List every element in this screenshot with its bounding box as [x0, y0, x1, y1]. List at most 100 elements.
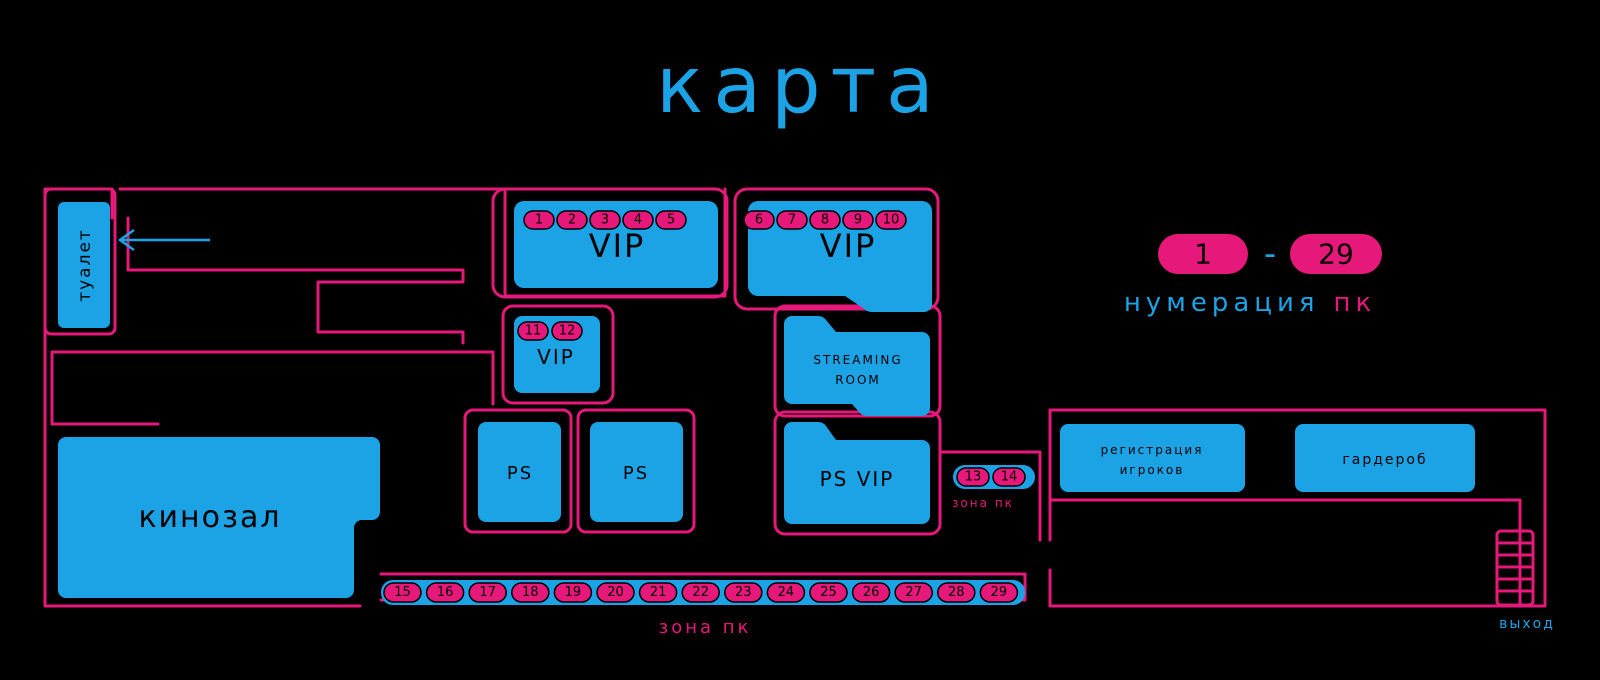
vip-c-frame: [501, 304, 615, 405]
pc-badge-17[interactable]: 17: [468, 582, 507, 603]
pc-number: 7: [788, 213, 796, 228]
pc-badge-13[interactable]: 13: [956, 467, 990, 487]
registration-label-line2: игроков: [1120, 463, 1185, 477]
pc-badge-20[interactable]: 20: [596, 582, 635, 603]
streaming-room[interactable]: [784, 316, 930, 417]
pc-number: 23: [735, 585, 752, 600]
pc-badge-10[interactable]: 10: [875, 210, 907, 230]
pc-badge-7[interactable]: 7: [776, 210, 808, 230]
pc-badge-28[interactable]: 28: [937, 582, 976, 603]
pc-number: 9: [854, 213, 862, 228]
pc-badge-23[interactable]: 23: [724, 582, 763, 603]
legend-caption-main: нумерация: [1124, 288, 1320, 318]
corridor-mid: [50, 350, 495, 406]
pc-number: 15: [394, 585, 411, 600]
pc-badge-shape: [638, 582, 678, 603]
pc-badge-2[interactable]: 2: [556, 210, 588, 230]
legend-from: 1: [1194, 238, 1212, 271]
pc-badge-shape: [851, 582, 891, 603]
registration-label-line1: регистрация: [1101, 443, 1204, 457]
pc-badge-11[interactable]: 11: [517, 321, 549, 341]
map-title: карта: [656, 41, 944, 131]
pc-badge-15[interactable]: 15: [383, 582, 422, 603]
legend-to: 29: [1318, 238, 1354, 271]
pc-badge-shape: [894, 582, 933, 603]
ps-2-frame: [576, 408, 696, 534]
registration-room[interactable]: [1060, 424, 1245, 492]
legend-dash: -: [1264, 234, 1276, 274]
legend-to-badge: [1290, 234, 1382, 274]
pc-number: 8: [821, 213, 829, 228]
toilet-room[interactable]: [58, 202, 110, 328]
ps-vip-label: PS VIP: [820, 467, 895, 491]
pc-badge-shape: [622, 210, 654, 230]
pc-badge-24[interactable]: 24: [766, 582, 806, 603]
pc-badge-14[interactable]: 14: [992, 467, 1026, 487]
zone-label-mid: зона пк: [952, 496, 1014, 510]
pc-badge-3[interactable]: 3: [589, 210, 621, 230]
pc-number: 3: [601, 213, 609, 228]
pc-badge-shape: [956, 467, 990, 487]
cinema-label: кинозал: [138, 500, 281, 535]
pc-number: 27: [905, 585, 922, 600]
pc-badge-26[interactable]: 26: [851, 582, 891, 603]
legend-from-badge: [1158, 234, 1248, 274]
vip-b-frame: [733, 187, 940, 311]
pc-badge-12[interactable]: 12: [551, 321, 583, 341]
pc-number: 14: [1001, 470, 1018, 485]
pc-number: 20: [607, 585, 624, 600]
pc-number: 22: [692, 585, 709, 600]
exit-label: выход: [1499, 616, 1555, 632]
pc-badge-25[interactable]: 25: [809, 582, 848, 603]
pc-badge-19[interactable]: 19: [553, 582, 593, 603]
pc-number: 24: [778, 585, 795, 600]
pc-badge-29[interactable]: 29: [979, 582, 1019, 603]
pc-number: 28: [948, 585, 965, 600]
cinema-room[interactable]: [58, 437, 380, 598]
pc-badge-21[interactable]: 21: [638, 582, 678, 603]
pc-number: 10: [883, 213, 900, 228]
pc-badge-shape: [468, 582, 507, 603]
vip-b-label: VIP: [820, 227, 877, 265]
pc-badge-6[interactable]: 6: [743, 210, 775, 230]
pc-badge-16[interactable]: 16: [425, 582, 465, 603]
pc-badge-8[interactable]: 8: [809, 210, 841, 230]
vip-a-label: VIP: [589, 227, 646, 265]
pc-badge-22[interactable]: 22: [681, 582, 720, 603]
pc-badge-1[interactable]: 1: [523, 210, 555, 230]
ps-1-room[interactable]: [478, 422, 561, 522]
pc-number: 26: [863, 585, 880, 600]
arrow-left-icon: [117, 228, 210, 252]
ps-2-room[interactable]: [590, 422, 683, 522]
pc-badge-18[interactable]: 18: [511, 582, 550, 603]
pc-badge-shape: [681, 582, 720, 603]
pc-badge-4[interactable]: 4: [622, 210, 654, 230]
pc-number: 13: [965, 470, 982, 485]
streaming-frame: [773, 304, 942, 418]
pc-number: 5: [667, 213, 675, 228]
pc-badge-27[interactable]: 27: [894, 582, 933, 603]
ps-1-label: PS: [507, 463, 533, 484]
ps-2-label: PS: [623, 463, 649, 484]
pc-badge-5[interactable]: 5: [655, 210, 687, 230]
ps-vip-room[interactable]: [784, 422, 930, 524]
pc-badge-9[interactable]: 9: [842, 210, 874, 230]
stairs-icon: [1495, 529, 1535, 607]
pc-number: 2: [568, 213, 576, 228]
pc-badge-shape: [655, 210, 687, 230]
ps-vip-frame: [773, 410, 942, 536]
pc-number: 18: [522, 585, 539, 600]
pc-badge-shape: [589, 210, 621, 230]
pc-number: 19: [565, 585, 582, 600]
pc-badge-shape: [842, 210, 874, 230]
pc-badge-shape: [809, 210, 841, 230]
wardrobe-room[interactable]: [1295, 424, 1475, 492]
pc-badge-shape: [937, 582, 976, 603]
pc-badge-shape: [992, 467, 1026, 487]
pc-number: 4: [634, 213, 642, 228]
pc-number: 25: [820, 585, 837, 600]
